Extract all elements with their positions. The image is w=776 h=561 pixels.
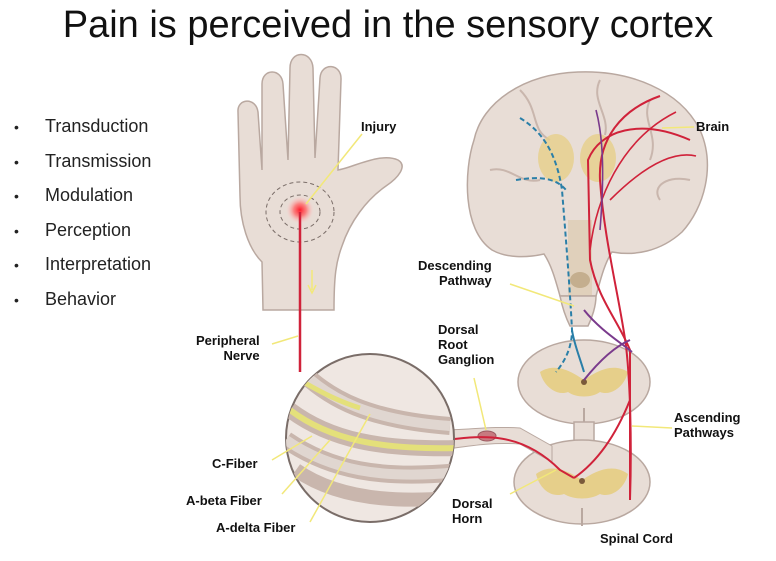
- bullet-dot: •: [14, 257, 19, 274]
- descending-pathway: [515, 117, 585, 373]
- bullet-text: Perception: [45, 219, 132, 240]
- bullet-text: Transduction: [45, 116, 149, 136]
- spinal-segment-lower: [513, 439, 651, 526]
- label-a-beta-fiber: A-beta Fiber: [186, 493, 262, 508]
- bullet-dot: •: [14, 188, 19, 205]
- label-brain: Brain: [696, 119, 730, 134]
- bullet-dot: •: [14, 119, 19, 135]
- bullet-item: • Transduction: [14, 116, 151, 151]
- bullet-item: • Perception: [14, 220, 151, 255]
- label-injury: Injury: [361, 119, 397, 134]
- bullet-item: • Modulation: [14, 185, 151, 220]
- spinal-segment-upper: [517, 339, 651, 425]
- bullet-text: Interpretation: [45, 254, 152, 275]
- bullet-text: Behavior: [45, 288, 117, 309]
- bullet-list: •Transduction •Transmission •Modulation …: [14, 116, 151, 324]
- fiber-magnifier: [285, 353, 455, 523]
- bullet-item: • Interpretation: [14, 254, 151, 289]
- hand-illustration: [237, 53, 403, 372]
- bullet-item: • Behavior: [14, 289, 151, 324]
- label-spinal-cord: Spinal Cord: [600, 531, 673, 546]
- label-peripheral-nerve: Peripheral Nerve: [196, 333, 260, 363]
- brain-illustration: [466, 71, 708, 327]
- bullet-text: Modulation: [45, 185, 134, 206]
- label-c-fiber: C-Fiber: [212, 456, 258, 471]
- ascending-pathways: [573, 95, 697, 501]
- label-a-delta-fiber: A-delta Fiber: [216, 520, 296, 535]
- label-dorsal-root-ganglion: Dorsal Root Ganglion: [438, 322, 495, 367]
- label-descending-pathway: Descending Pathway: [418, 258, 492, 288]
- label-leaders: [271, 126, 695, 523]
- bullet-dot: •: [14, 291, 19, 308]
- bullet-dot: •: [14, 222, 19, 239]
- hand-shape: [237, 53, 403, 311]
- bullet-text: Transmission: [45, 150, 152, 171]
- ganglion: [477, 430, 497, 442]
- label-dorsal-horn: Dorsal Horn: [452, 496, 493, 526]
- label-ascending-pathways: Ascending Pathways: [674, 410, 741, 440]
- bullet-item: • Transmission: [14, 151, 151, 186]
- slide-title: Pain is perceived in the sensory cortex: [62, 4, 714, 46]
- bullet-dot: •: [14, 153, 19, 170]
